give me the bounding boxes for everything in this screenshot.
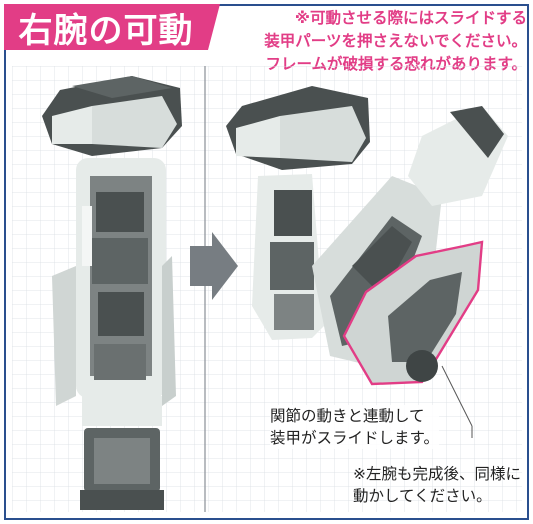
arm-straight-illustration [42,76,182,510]
footnote-line-2: 動かしてください。 [353,487,492,505]
caution-line-2: 装甲パーツを押さえないでください。 [264,32,527,50]
section-title: 右腕の可動 [4,4,208,51]
transition-arrow [190,232,238,300]
callout-line-1: 関節の動きと連動して [270,407,425,425]
arm-bent-illustration [226,86,508,438]
illustration [12,66,522,512]
caution-line-1: ※可動させる際にはスライドする [294,9,527,27]
footnote-line-1: ※左腕も完成後、同様に [353,465,521,483]
callout-line-2: 装甲がスライドします。 [270,429,439,447]
slide-callout: 関節の動きと連動して 装甲がスライドします。 [270,405,439,449]
left-arm-footnote: ※左腕も完成後、同様に 動かしてください。 [353,463,521,507]
